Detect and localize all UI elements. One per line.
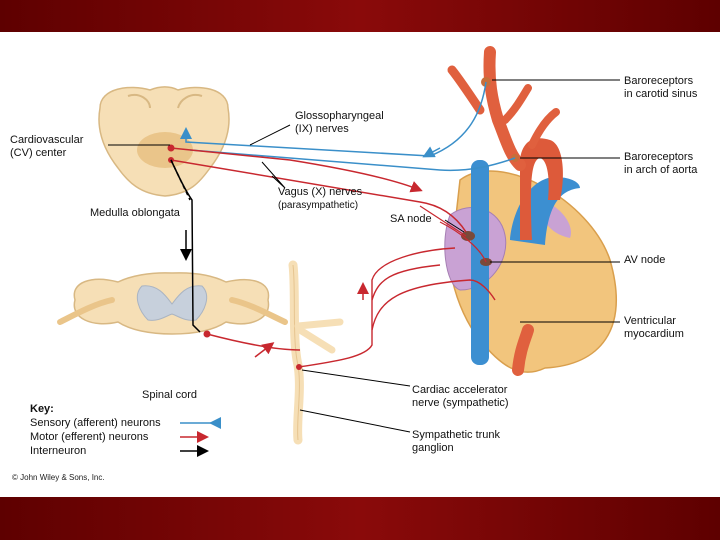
spinal-cord (57, 272, 288, 338)
label-ventricular-1: Ventricular (624, 315, 676, 327)
label-spinal-cord: Spinal cord (142, 389, 197, 401)
label-cv-center-1: Cardiovascular (10, 134, 84, 146)
label-sa-node: SA node (390, 213, 432, 225)
label-trunk-2: ganglion (412, 442, 454, 454)
label-accel-2: nerve (sympathetic) (412, 397, 509, 409)
label-medulla: Medulla oblongata (90, 207, 181, 219)
label-baro-aorta-1: Baroreceptors (624, 151, 694, 163)
label-baro-carotid-1: Baroreceptors (624, 75, 694, 87)
key-item-motor: Motor (efferent) neurons (30, 431, 149, 443)
label-vagus-2: (parasympathetic) (278, 200, 358, 211)
label-vagus-1: Vagus (X) nerves (278, 186, 363, 198)
bottom-frame-bar (0, 497, 720, 540)
label-trunk-1: Sympathetic trunk (412, 429, 501, 441)
label-baro-aorta-2: in arch of aorta (624, 164, 698, 176)
legend-key: Key: Sensory (afferent) neurons Motor (e… (30, 403, 221, 457)
motor-pathways (170, 147, 496, 368)
copyright: © John Wiley & Sons, Inc. (12, 473, 105, 482)
sensory-pathways (180, 81, 516, 172)
heart (444, 46, 617, 376)
label-cv-center-2: (CV) center (10, 147, 67, 159)
leader-lines (108, 79, 620, 433)
top-frame-bar (0, 0, 720, 32)
label-ventricular-2: myocardium (624, 328, 684, 340)
label-glosso-2: (IX) nerves (295, 123, 349, 135)
label-accel-1: Cardiac accelerator (412, 384, 508, 396)
label-av-node: AV node (624, 254, 665, 266)
sa-node-mark (461, 231, 475, 241)
medulla-oblongata (98, 86, 230, 197)
interneuron-pathway (170, 159, 201, 333)
key-item-sensory: Sensory (afferent) neurons (30, 417, 161, 429)
key-item-interneuron: Interneuron (30, 445, 86, 457)
label-glosso-1: Glossopharyngeal (295, 110, 384, 122)
cardiovascular-reflex-diagram: Cardiovascular (CV) center Medulla oblon… (10, 46, 698, 482)
sympathetic-trunk (288, 260, 344, 445)
key-title: Key: (30, 403, 54, 415)
label-baro-carotid-2: in carotid sinus (624, 88, 698, 100)
